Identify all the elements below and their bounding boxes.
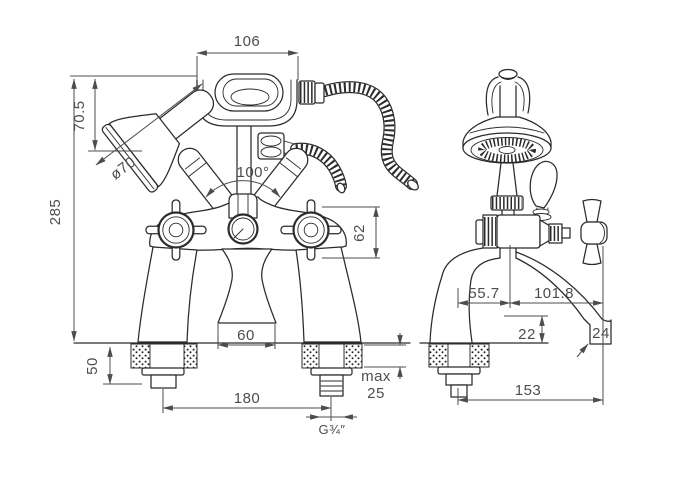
dim-spout-clearance: 22 xyxy=(504,315,548,344)
dim-50-label: 50 xyxy=(84,357,101,375)
dim-handle-reach: 101.8 xyxy=(509,285,604,306)
dim-60-label: 60 xyxy=(237,327,255,344)
hose-elbow xyxy=(257,132,347,194)
dim-62-label: 62 xyxy=(351,224,368,242)
dim-285-label: 285 xyxy=(47,199,64,226)
dim-spout-tip: 24 xyxy=(576,325,610,358)
dim-overall-height: 285 xyxy=(47,78,77,342)
dim-deck-thickness: max 25 xyxy=(361,333,406,402)
front-dimensions: 106 70.5 285 ø70 100° 62 xyxy=(47,33,406,437)
side-valve-body xyxy=(475,214,571,249)
dim-total-reach: 153 xyxy=(457,382,604,403)
dim-25-label: 25 xyxy=(367,385,385,402)
right-leg xyxy=(295,246,362,343)
side-cross-handle xyxy=(580,198,608,266)
side-mounting-deck xyxy=(419,342,549,398)
dim-front-offset: 55.7 xyxy=(457,285,511,306)
dim-handset-width: 106 xyxy=(196,33,299,80)
dim-22-label: 22 xyxy=(518,326,536,343)
dim-max-label: max xyxy=(361,368,391,385)
dim-thread: G¾″ xyxy=(306,414,357,437)
dim-24-label: 24 xyxy=(592,325,610,342)
diverter-knob xyxy=(227,213,259,245)
dim-101-8-label: 101.8 xyxy=(534,285,574,302)
dim-153-label: 153 xyxy=(515,382,542,399)
mounting-deck xyxy=(73,342,411,397)
dim-180-label: 180 xyxy=(234,390,261,407)
handset-body xyxy=(214,73,325,112)
shower-hose xyxy=(319,81,419,191)
dim-100deg-label: 100° xyxy=(236,164,269,181)
dim-shank-height: 50 xyxy=(84,346,142,385)
side-dimensions: 55.7 101.8 22 24 153 xyxy=(457,245,610,405)
hot-handle xyxy=(145,199,207,261)
dim-g34-label: G¾″ xyxy=(318,422,345,437)
side-shower-head xyxy=(462,116,552,164)
dim-diverter-angle: 100° xyxy=(205,164,281,198)
side-view xyxy=(419,68,612,398)
dim-handle-span: 62 xyxy=(322,206,380,259)
dim-55-7-label: 55.7 xyxy=(468,285,499,302)
dim-106-label: 106 xyxy=(234,33,261,50)
side-leg-and-spout xyxy=(429,247,612,345)
dim-spout-mouth: 60 xyxy=(217,324,276,349)
spout xyxy=(217,248,277,324)
dim-tap-centres: 180 xyxy=(162,389,332,421)
left-leg xyxy=(137,246,198,343)
side-handset-handle xyxy=(490,162,524,217)
cold-handle xyxy=(280,199,342,261)
